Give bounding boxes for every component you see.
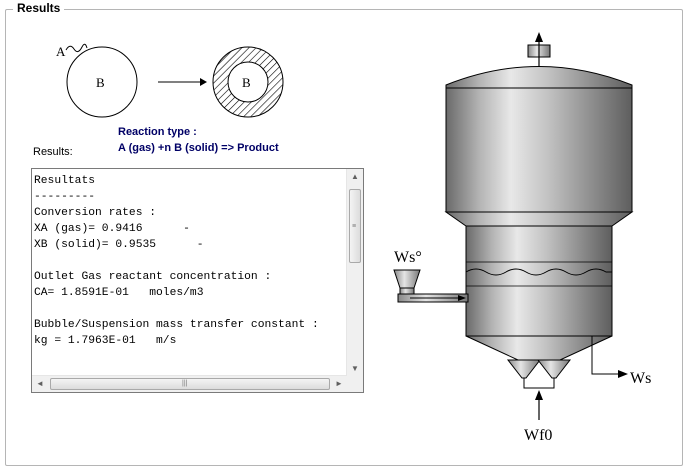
output-line: XA (gas)= 0.9416 - (34, 223, 190, 235)
fresh-particle (66, 46, 138, 118)
output-line: XB (solid)= 0.9535 - (34, 239, 204, 251)
solid-outlet-line (591, 336, 620, 375)
gas-feed-arrow-head (535, 390, 543, 400)
results-groupbox (5, 9, 683, 466)
scroll-left-icon[interactable]: ◄ (36, 379, 44, 388)
solid-feed-arrow-head (458, 295, 466, 301)
solid-feed-neck (399, 287, 415, 295)
gas-feed-label: Wf0 (524, 427, 552, 444)
output-line: Outlet Gas reactant concentration : (34, 271, 272, 283)
distributor-right (536, 359, 572, 379)
groupbox-title: Results (13, 1, 65, 15)
scroll-right-icon[interactable]: ► (335, 379, 343, 388)
scroll-up-icon[interactable]: ▲ (351, 172, 359, 181)
reactor-dome (445, 66, 633, 89)
distributor-left (506, 359, 542, 379)
thumb-grip-icon: ||| (182, 380, 188, 387)
horizontal-scrollbar[interactable]: ◄ ||| ► (32, 375, 347, 392)
transform-arrow-head (200, 78, 207, 86)
reaction-heading: Reaction type : (118, 126, 197, 138)
results-label: Results: (33, 146, 73, 158)
bed-surface (465, 268, 612, 276)
solid-outlet-arrow-head (618, 370, 628, 378)
reactor-transition (444, 211, 634, 227)
scroll-down-icon[interactable]: ▼ (351, 364, 359, 373)
reaction-type: Reaction type : A (gas) +n B (solid) => … (118, 124, 279, 156)
reacted-core-label: B (242, 75, 251, 90)
output-line (34, 301, 344, 317)
gas-label: A (56, 44, 66, 59)
reaction-equation: A (gas) +n B (solid) => Product (118, 142, 279, 154)
vertical-scroll-thumb[interactable]: ≡ (349, 189, 361, 263)
output-line (34, 253, 344, 269)
solid-out-label: Ws (630, 370, 651, 387)
solid-feed-hopper (393, 269, 421, 289)
output-line: --------- (34, 191, 96, 203)
results-text[interactable]: Resultats --------- Conversion rates : X… (34, 173, 344, 357)
output-line: CA= 1.8591E-01 moles/m3 (34, 287, 204, 299)
fresh-core-label: B (96, 75, 105, 90)
solid-feed-label: Ws° (394, 249, 422, 266)
horizontal-scroll-thumb[interactable]: ||| (50, 378, 330, 390)
diffusion-squiggle (65, 43, 88, 53)
gas-outlet-arrow-head (535, 32, 543, 42)
gas-feed-manifold (523, 378, 555, 389)
unreacted-core (227, 61, 269, 103)
reactor-diagram: Ws° Ws Wf0 (393, 32, 651, 444)
output-line: kg = 1.7963E-01 m/s (34, 335, 177, 347)
shrinking-core-diagram: A B B (56, 43, 284, 118)
reactor-bottom-cone (465, 335, 613, 361)
vertical-scrollbar[interactable]: ▲ ≡ ▼ (346, 169, 363, 377)
thumb-grip-icon: ≡ (352, 223, 357, 230)
scrollbar-corner (347, 376, 363, 392)
results-textbox[interactable]: Resultats --------- Conversion rates : X… (31, 168, 364, 393)
reactor-freeboard (445, 87, 633, 213)
output-line: Bubble/Suspension mass transfer constant… (34, 319, 319, 331)
output-line: Resultats (34, 175, 96, 187)
output-line: Conversion rates : (34, 207, 157, 219)
reactor-bed (465, 225, 613, 337)
